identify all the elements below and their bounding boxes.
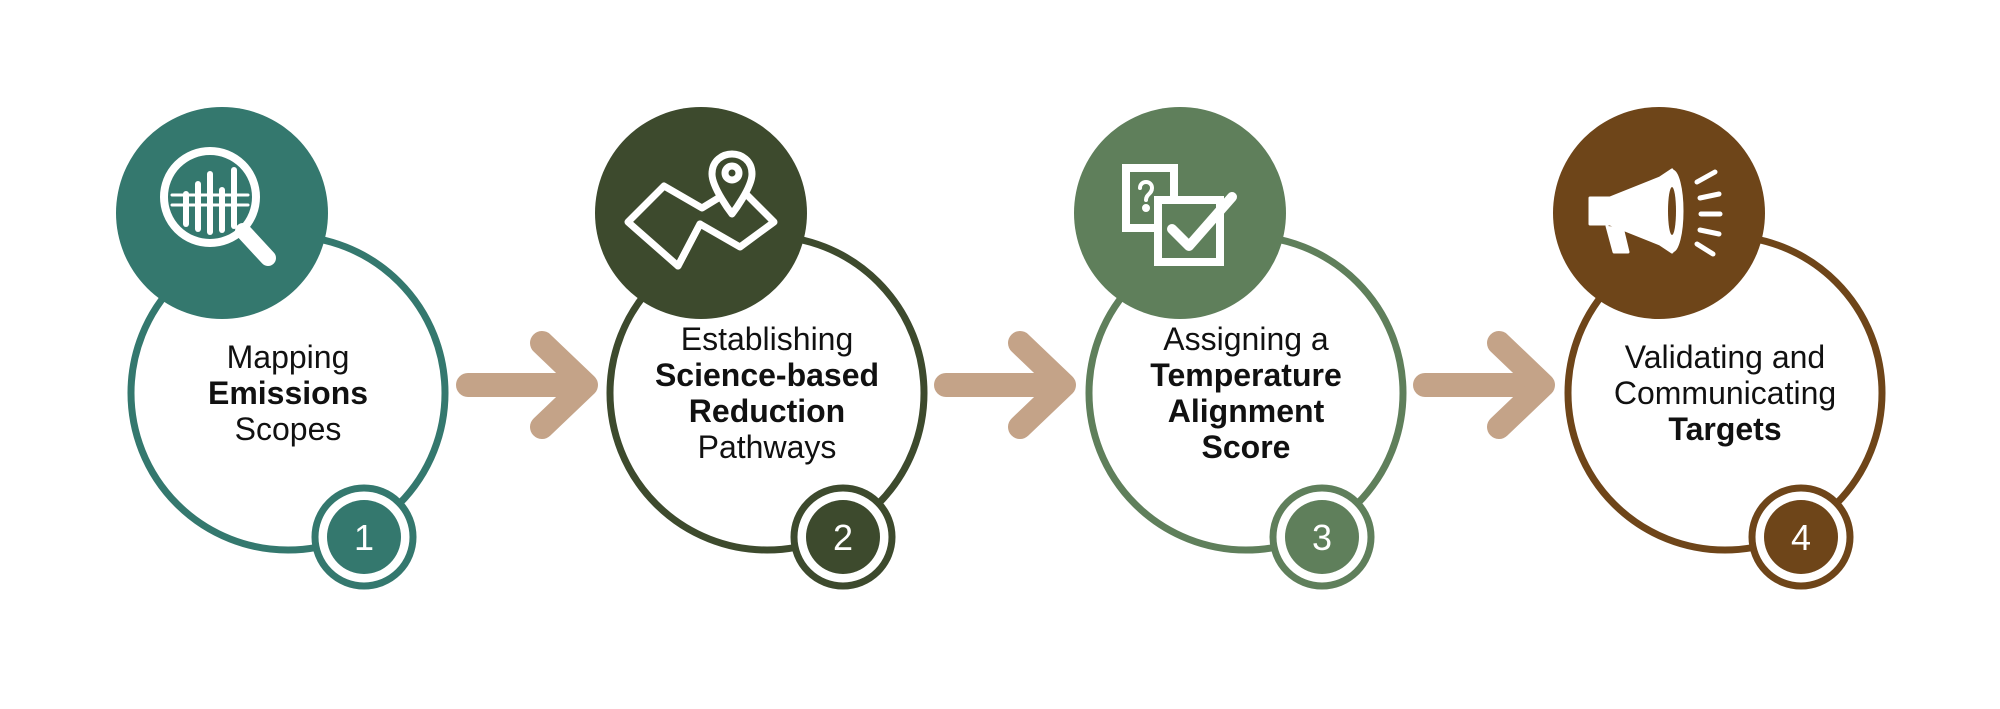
step-3-label-line: Assigning a xyxy=(1163,321,1329,357)
step-3-label-line: Alignment xyxy=(1168,393,1325,429)
map-pin-icon xyxy=(624,150,778,270)
step-3-label-line: Score xyxy=(1202,429,1291,465)
magnifier-chart-icon xyxy=(160,147,276,266)
step-4-number: 4 xyxy=(1791,517,1811,558)
step-1-label-line: Emissions xyxy=(208,375,368,411)
arrow-3-4 xyxy=(1413,331,1555,439)
step-4-label-line: Validating and xyxy=(1625,339,1825,375)
step-1-label-line: Mapping xyxy=(227,339,350,375)
step-1-number-badge xyxy=(327,500,401,574)
megaphone-icon xyxy=(1588,168,1723,257)
checklist-icon xyxy=(1122,164,1237,266)
step-4-label-line: Targets xyxy=(1668,411,1781,447)
step-3-label-line: Temperature xyxy=(1150,357,1341,393)
step-2-label-line: Reduction xyxy=(689,393,845,429)
arrow-1-2 xyxy=(456,331,598,439)
step-2-label-line: Science-based xyxy=(655,357,879,393)
step-3-number: 3 xyxy=(1312,517,1332,558)
step-4-number-badge xyxy=(1764,500,1838,574)
step-2-number: 2 xyxy=(833,517,853,558)
step-2-label-line: Establishing xyxy=(681,321,854,357)
step-4-label-line: Communicating xyxy=(1614,375,1836,411)
step-2-icon-circle xyxy=(595,107,807,319)
step-1-label-line: Scopes xyxy=(235,411,342,447)
step-3-number-badge xyxy=(1285,500,1359,574)
step-1-number: 1 xyxy=(354,517,374,558)
step-2-number-badge xyxy=(806,500,880,574)
arrow-2-3 xyxy=(934,331,1076,439)
step-2-label-line: Pathways xyxy=(698,429,837,465)
